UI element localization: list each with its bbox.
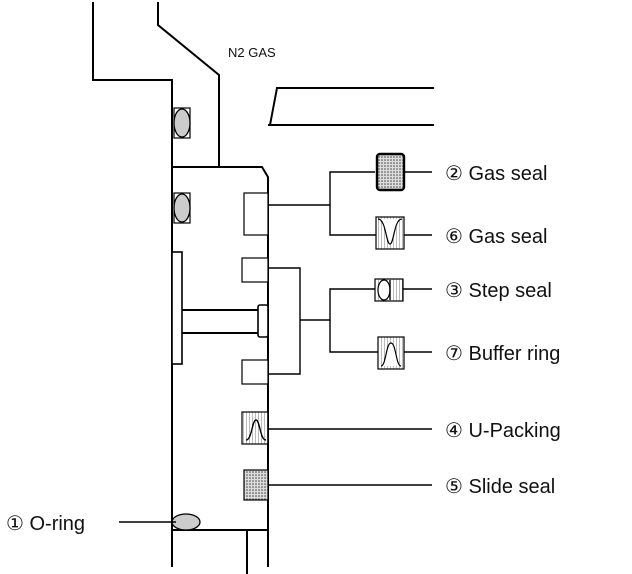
u-packing-4-label: ④ U-Packing bbox=[445, 420, 561, 442]
inner-seal-boxes bbox=[241, 192, 269, 501]
o-ring-grooves bbox=[171, 107, 201, 531]
o-ring-1-label: ① O-ring bbox=[6, 513, 85, 535]
gas-seal-2-icon bbox=[375, 152, 432, 192]
slide-seal-5-label: ⑤ Slide seal bbox=[445, 476, 555, 498]
step-seal-3-label: ③ Step seal bbox=[445, 280, 552, 302]
gas-seal-2-label: ② Gas seal bbox=[445, 163, 547, 185]
buffer-ring-7-label: ⑦ Buffer ring bbox=[445, 343, 560, 365]
n2-gas-label: N2 GAS bbox=[228, 45, 276, 60]
step-seal-3-icon bbox=[374, 278, 432, 302]
gas-seal-6-label: ⑥ Gas seal bbox=[445, 226, 547, 248]
piston-rod bbox=[171, 251, 269, 365]
gas-seal-6-icon bbox=[375, 216, 432, 250]
connector-lines bbox=[119, 171, 432, 523]
buffer-ring-7-icon bbox=[377, 336, 432, 370]
